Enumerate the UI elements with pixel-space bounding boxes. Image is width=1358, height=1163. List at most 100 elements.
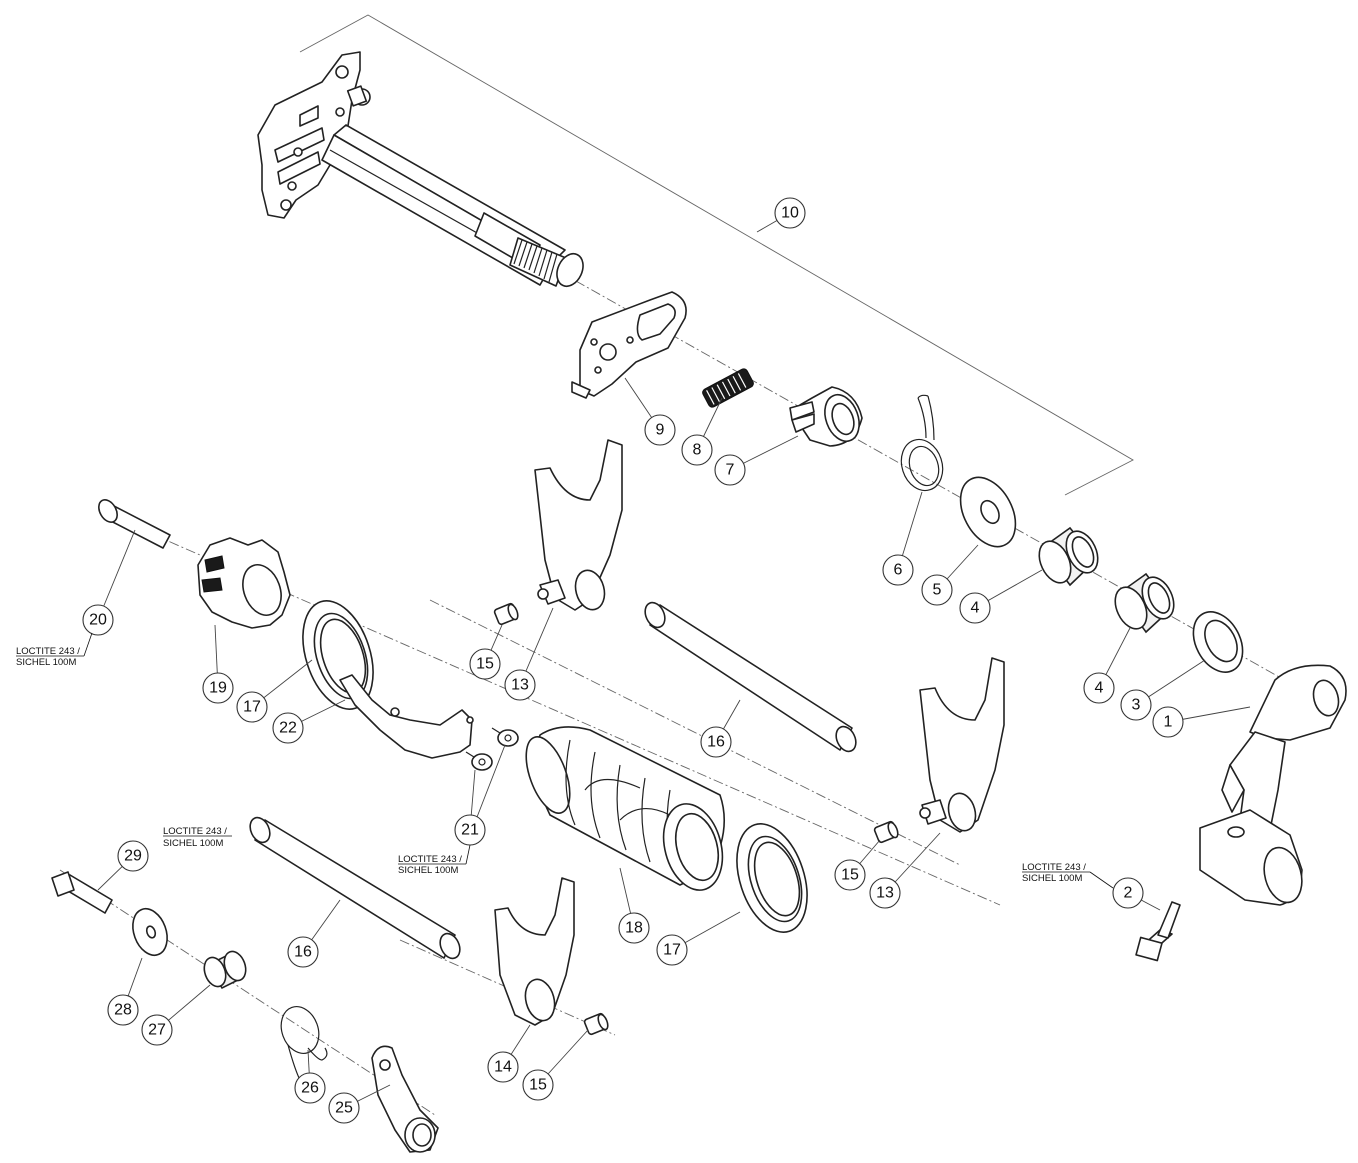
callout-25: 25: [328, 1092, 360, 1124]
callout-21: 21: [454, 814, 486, 846]
callout-9: 9: [644, 414, 676, 446]
bushing-part-15-a: [493, 602, 519, 626]
callout-15-c: 15: [522, 1069, 554, 1101]
svg-text:22: 22: [279, 720, 297, 737]
svg-text:13: 13: [511, 677, 529, 694]
svg-text:SICHEL 100M: SICHEL 100M: [1022, 873, 1082, 884]
callout-4-lower: 4: [1083, 672, 1115, 704]
svg-text:15: 15: [476, 656, 494, 673]
plate-part-22: [339, 674, 474, 759]
callout-2: 2: [1112, 877, 1144, 909]
shift-fork-part-13-lower: [919, 657, 1005, 833]
callout-27: 27: [141, 1014, 173, 1046]
svg-text:18: 18: [625, 920, 643, 937]
washer-part-5: [959, 476, 1017, 548]
svg-text:13: 13: [876, 885, 894, 902]
svg-text:4: 4: [971, 600, 980, 617]
svg-text:8: 8: [693, 442, 702, 459]
callout-1: 1: [1152, 706, 1184, 738]
svg-text:26: 26: [301, 1080, 319, 1097]
bushing-part-15-b: [873, 820, 899, 844]
svg-text:SICHEL 100M: SICHEL 100M: [16, 657, 76, 668]
lever-part-25: [371, 1045, 439, 1153]
loctite-note-21: LOCTITE 243 / SICHEL 100M: [398, 844, 471, 876]
svg-text:3: 3: [1132, 697, 1141, 714]
svg-text:27: 27: [148, 1022, 166, 1039]
screw-part-2: [1135, 901, 1181, 962]
callout-20: 20: [82, 604, 114, 636]
shaft-part-16-lower: [249, 816, 461, 960]
bolt-part-29: [51, 871, 113, 914]
star-cam-part-19: [197, 537, 291, 629]
screw-part-21-b: [465, 751, 493, 771]
callout-7: 7: [714, 454, 746, 486]
svg-text:20: 20: [89, 612, 107, 629]
bolt-part-20: [98, 499, 171, 549]
callout-6: 6: [882, 554, 914, 586]
shaft-part-16-upper: [644, 601, 857, 753]
svg-text:29: 29: [124, 848, 142, 865]
svg-text:5: 5: [933, 582, 942, 599]
svg-text:17: 17: [663, 942, 681, 959]
shift-drum-part-18: [525, 726, 726, 891]
hairpin-spring-part-6: [900, 394, 944, 492]
callout-16-upper: 16: [700, 726, 732, 758]
spring-part-8: [702, 368, 754, 408]
washer-part-28: [132, 907, 168, 957]
svg-text:9: 9: [656, 422, 665, 439]
callout-13-lower: 13: [869, 877, 901, 909]
svg-text:25: 25: [335, 1100, 353, 1117]
svg-text:SICHEL 100M: SICHEL 100M: [398, 865, 458, 876]
svg-text:19: 19: [209, 680, 227, 697]
bushing-part-15-c: [583, 1012, 609, 1036]
assembly-10-bracket: [299, 14, 1134, 496]
svg-text:15: 15: [529, 1077, 547, 1094]
gear-shift-lever-part-1: [1199, 664, 1347, 906]
roller-part-27: [203, 950, 247, 990]
callout-15-a: 15: [469, 648, 501, 680]
callout-22: 22: [272, 712, 304, 744]
svg-text:LOCTITE 243 /: LOCTITE 243 /: [1022, 862, 1086, 873]
callout-15-b: 15: [834, 859, 866, 891]
shift-fork-part-14: [494, 877, 575, 1026]
loctite-note-29: LOCTITE 243 / SICHEL 100M: [163, 826, 232, 849]
loctite-note-20: LOCTITE 243 / SICHEL 100M: [16, 632, 93, 668]
svg-text:16: 16: [294, 944, 312, 961]
svg-text:16: 16: [707, 734, 725, 751]
callout-4-upper: 4: [959, 592, 991, 624]
svg-text:17: 17: [243, 699, 261, 716]
svg-text:SICHEL 100M: SICHEL 100M: [163, 838, 223, 849]
leader-lines: [97, 212, 1251, 1109]
callout-26: 26: [294, 1072, 326, 1104]
screw-part-21-a: [491, 727, 519, 747]
bearing-part-17-lower: [736, 823, 808, 933]
callout-28: 28: [107, 994, 139, 1026]
svg-text:10: 10: [781, 205, 799, 222]
callout-18: 18: [618, 912, 650, 944]
loctite-note-2: LOCTITE 243 / SICHEL 100M: [1022, 862, 1114, 889]
svg-text:7: 7: [726, 462, 735, 479]
svg-text:LOCTITE 243 /: LOCTITE 243 /: [16, 646, 80, 657]
svg-text:1: 1: [1164, 714, 1173, 731]
callout-19: 19: [202, 672, 234, 704]
svg-text:14: 14: [494, 1059, 512, 1076]
svg-text:LOCTITE 243 /: LOCTITE 243 /: [398, 854, 462, 865]
svg-text:28: 28: [114, 1002, 132, 1019]
callout-14: 14: [487, 1051, 519, 1083]
callout-13-upper: 13: [504, 669, 536, 701]
callout-10: 10: [774, 197, 806, 229]
svg-text:6: 6: [894, 562, 903, 579]
bearing-part-4-lower: [1114, 572, 1175, 634]
shift-lever-part-9: [571, 291, 687, 399]
callout-29: 29: [117, 840, 149, 872]
shift-shaft-part-10: [257, 51, 584, 288]
svg-text:LOCTITE 243 /: LOCTITE 243 /: [163, 826, 227, 837]
spring-part-26: [280, 1006, 328, 1081]
callout-17-upper: 17: [236, 691, 268, 723]
svg-text:21: 21: [461, 822, 479, 839]
callout-5: 5: [921, 574, 953, 606]
svg-text:2: 2: [1124, 885, 1133, 902]
seal-part-3: [1192, 611, 1244, 673]
callout-3: 3: [1120, 689, 1152, 721]
